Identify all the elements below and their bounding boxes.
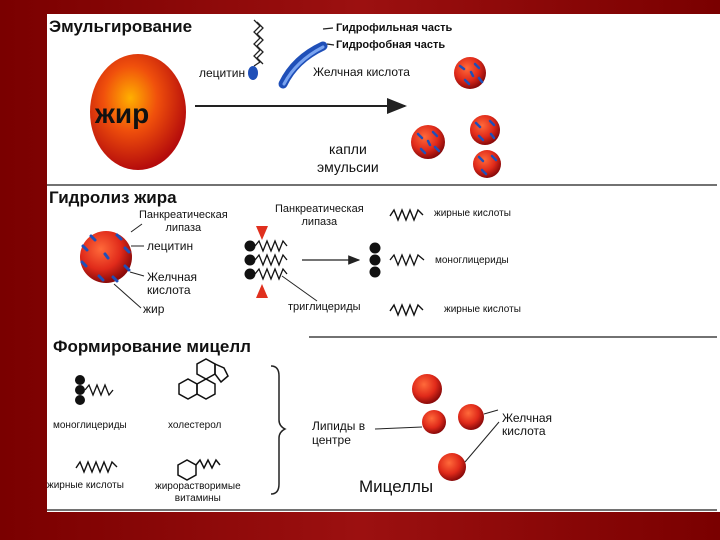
monoglyceride-structure-icon <box>75 375 114 405</box>
bile-acid-label: Желчная кислота <box>313 65 410 79</box>
fatty-acid-chain-icon <box>389 303 424 317</box>
hydrolysis-fat-pointer <box>113 283 142 309</box>
hydrolysis-lecithin-label: лецитин <box>147 239 194 253</box>
fatty-acids-bottom-label: жирные кислоты <box>444 304 521 315</box>
diagram-board: Эмульгирование жир лецитин Гидрофильная … <box>47 14 720 512</box>
fatty-acid-chain-icon <box>389 208 424 222</box>
emulsion-droplet-icon <box>411 125 445 159</box>
micelle-bile-acid-label: Желчная кислота <box>502 411 552 438</box>
cholesterol-structure-icon <box>178 358 229 400</box>
fat-globule-icon <box>90 54 186 170</box>
lecithin-label: лецитин <box>199 66 246 80</box>
lipase-marker-icon <box>256 284 268 298</box>
emulsion-droplets-label: капли эмульсии <box>317 141 379 175</box>
micelle-icon <box>458 404 484 430</box>
vitamin-structure-icon <box>177 458 221 481</box>
hydrolysis-lipase-label: Панкреатическая липаза <box>139 209 228 234</box>
bile-acid-molecule-icon <box>278 41 328 89</box>
hydrolysis-title: Гидролиз жира <box>49 188 177 207</box>
lecithin-molecule-icon <box>248 19 264 80</box>
hydrolysis-bile-acid-pointer <box>129 271 145 277</box>
emulsion-droplet-icon <box>454 57 486 89</box>
bracket-icon <box>270 365 287 495</box>
hydrolysis-lipase-pointer <box>130 223 143 233</box>
monoglyceride-molecule-icon <box>369 242 425 278</box>
micelle-icon <box>412 374 442 404</box>
emulsion-droplet-icon <box>473 150 501 178</box>
lipids-center-label: Липиды в центре <box>312 419 366 447</box>
hydrophobic-label: Гидрофобная часть <box>336 39 446 51</box>
monoglycerides-label: моноглицериды <box>435 255 509 266</box>
micelle-icon <box>422 410 446 434</box>
micelle-icon <box>438 453 466 481</box>
fatty-acids-top-label: жирные кислоты <box>434 208 511 219</box>
hydrolysis-fat-label: жир <box>143 302 165 316</box>
micelles-label: Мицеллы <box>359 477 434 496</box>
lipids-pointer <box>374 426 423 430</box>
triglyceride-molecule-icon <box>244 239 288 281</box>
micelle-vitamins-label: жирорастворимые витамины <box>155 481 241 504</box>
micelles-title: Формирование мицелл <box>53 337 251 356</box>
micelle-fatty-acids-label: жирные кислоты <box>47 480 124 491</box>
coated-fat-droplet-icon <box>80 231 132 283</box>
hydrolysis-bile-acid-label: Желчная кислота <box>147 270 197 297</box>
triglycerides-label: триглицериды <box>288 301 361 313</box>
hydrophilic-pointer <box>322 27 334 30</box>
emulsion-droplet-icon <box>470 115 500 145</box>
fat-label: жир <box>95 98 150 129</box>
micelle-monoglycerides-label: моноглицериды <box>53 420 127 431</box>
hydrophilic-label: Гидрофильная часть <box>336 22 453 34</box>
hydrolysis-lipase-mid-label: Панкреатическая липаза <box>275 203 364 228</box>
micelle-bile-pointer-1 <box>483 409 499 415</box>
fatty-acid-structure-icon <box>75 460 118 474</box>
lipase-marker-icon <box>256 226 268 240</box>
diagram-graphics <box>47 19 717 511</box>
micelle-bile-pointer-2 <box>464 421 500 463</box>
hydrophobic-pointer <box>326 43 335 46</box>
micelle-cholesterol-label: холестерол <box>168 420 222 431</box>
emulsification-title: Эмульгирование <box>49 17 193 36</box>
triglycerides-pointer <box>281 275 318 302</box>
